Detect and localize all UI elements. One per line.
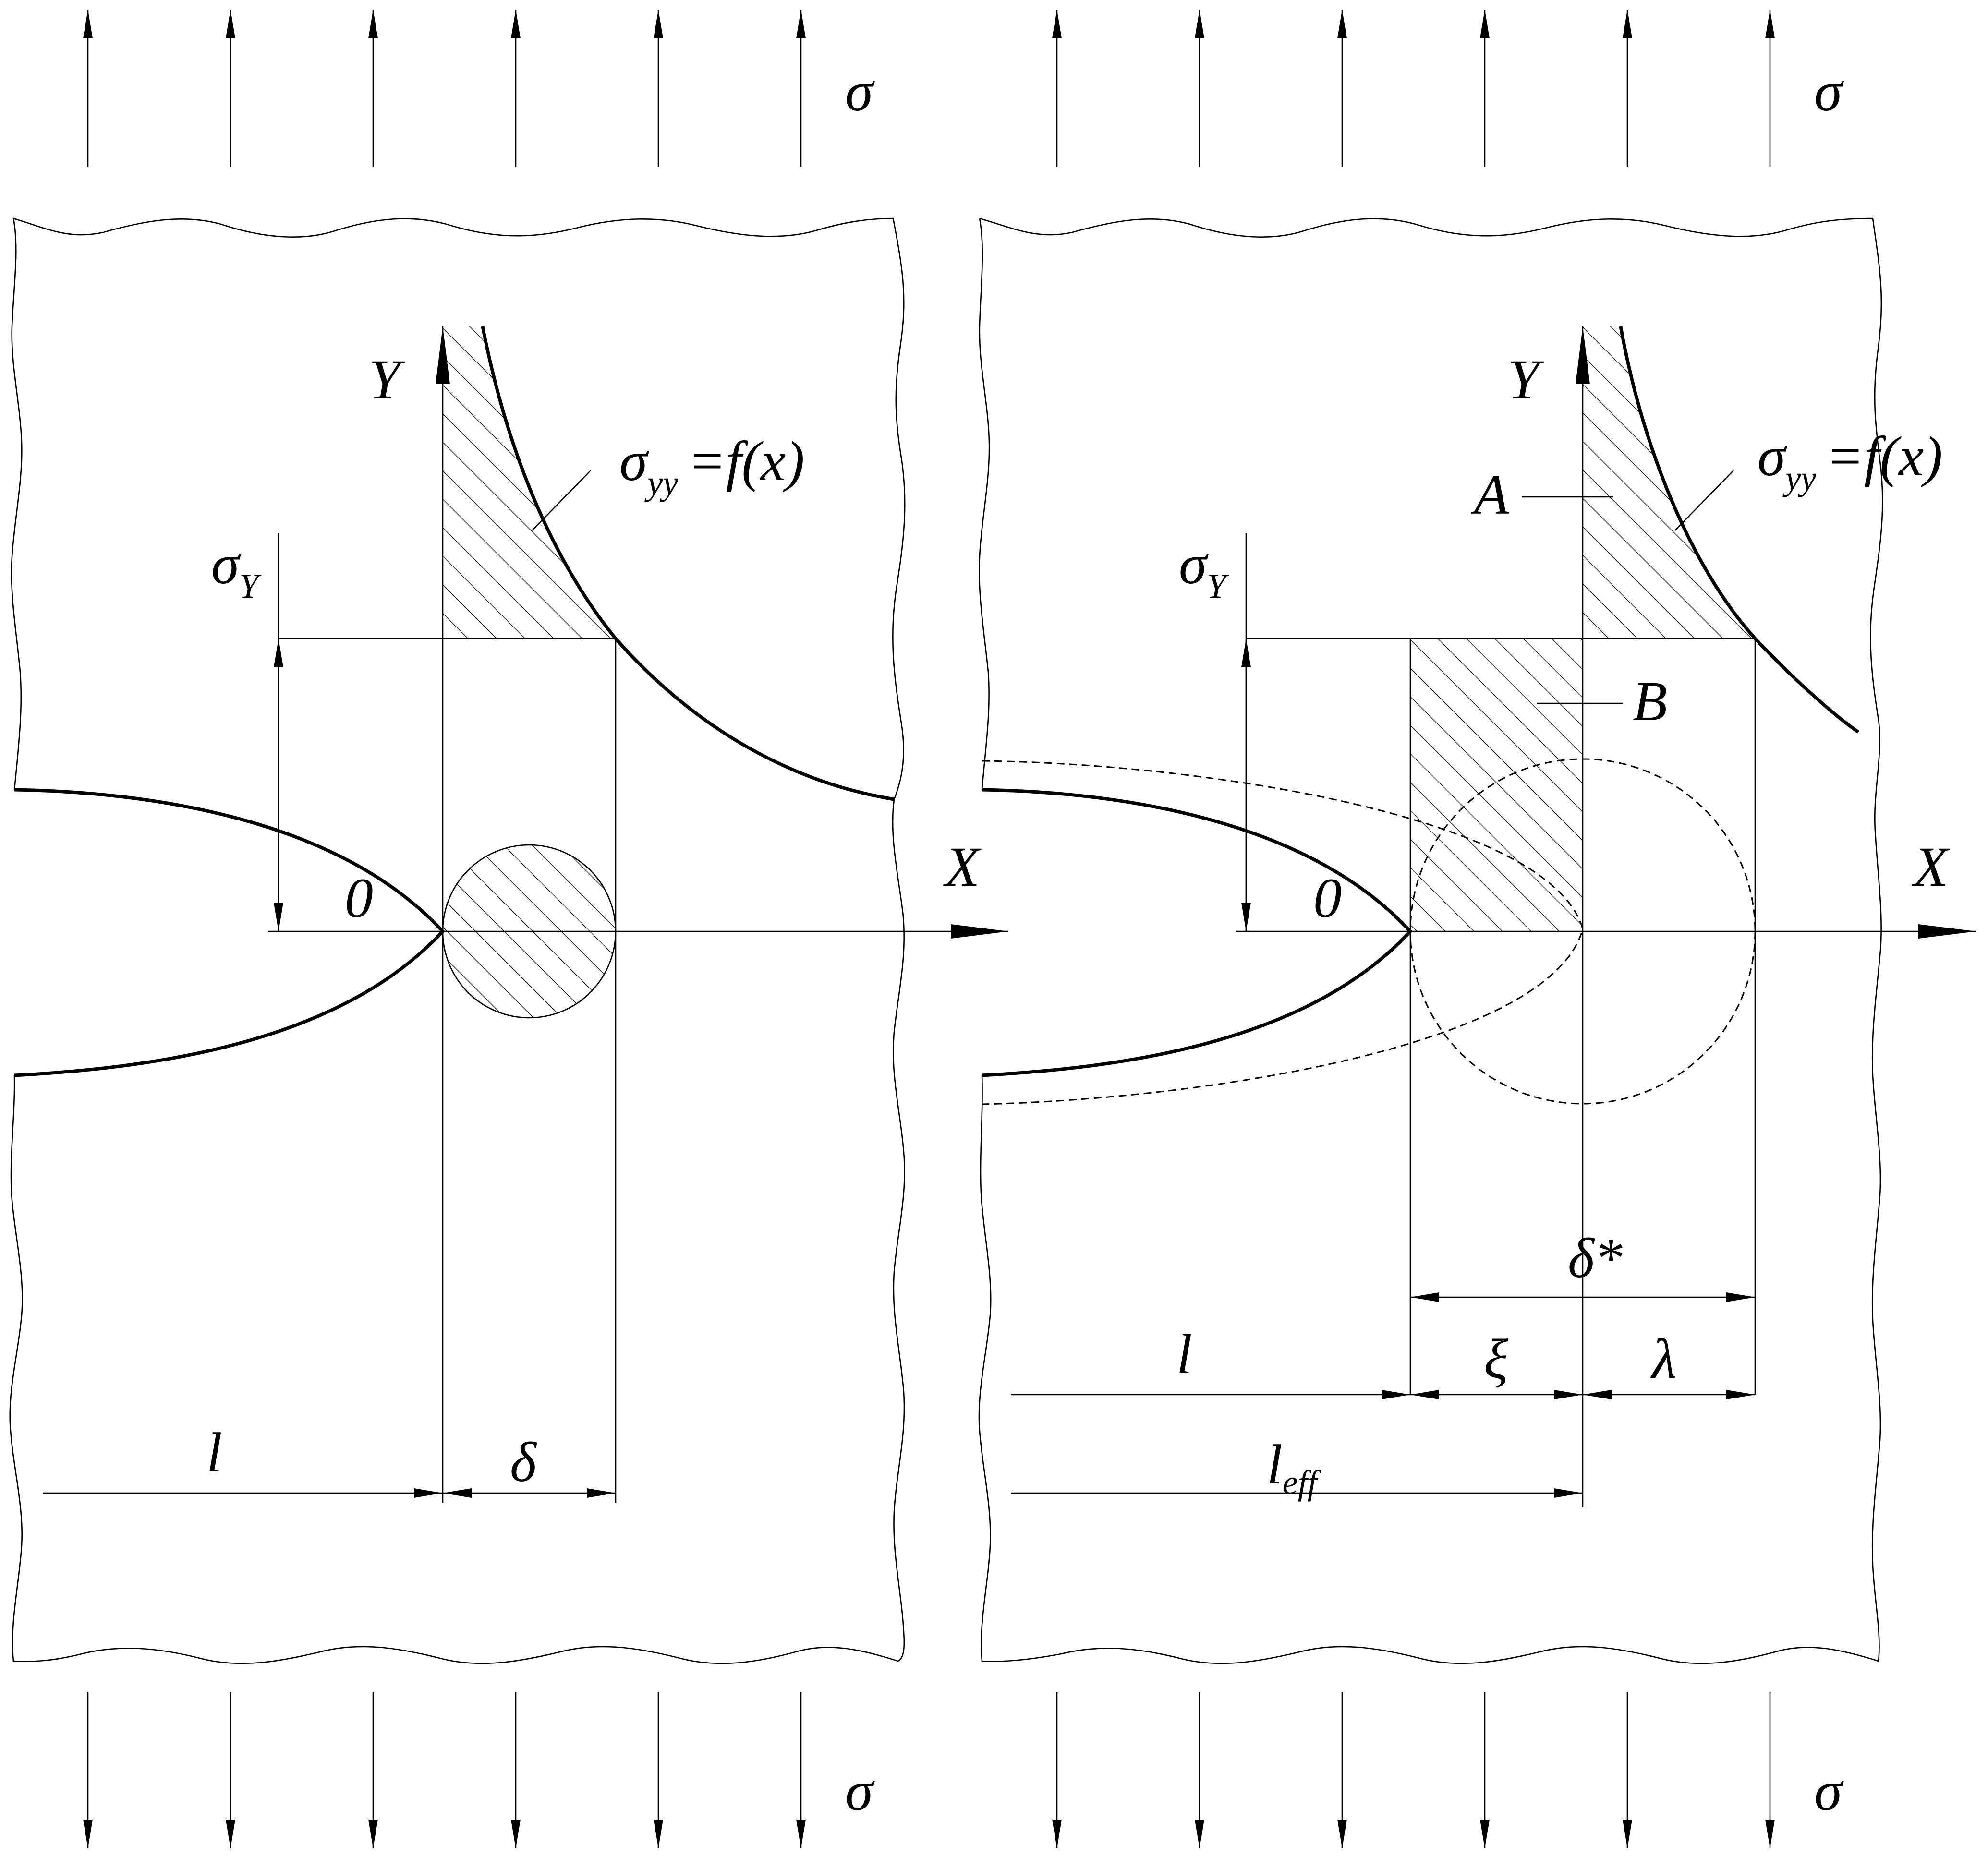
left-y-axis-label: Y xyxy=(369,348,406,411)
right-region-b-hatch xyxy=(1410,639,1583,931)
right-region-a-hatch xyxy=(1583,326,1755,639)
left-x-axis-label: X xyxy=(943,835,982,898)
left-sigma-top-label: σ xyxy=(845,60,875,123)
right-sigma-top-label: σ xyxy=(1814,60,1844,123)
left-plastic-zone-circle xyxy=(442,844,617,1019)
right-crack-face xyxy=(982,788,1413,1077)
right-plate-outline xyxy=(978,217,1883,1664)
left-origin-label: 0 xyxy=(345,867,373,929)
right-l-label: l xyxy=(1176,1323,1192,1386)
right-delta-star-label: δ* xyxy=(1568,1227,1623,1290)
right-x-axis-label: X xyxy=(1912,835,1950,898)
left-yield-label: σY xyxy=(211,533,262,605)
right-panel: σ σ X Y 0 xyxy=(978,10,1976,1848)
right-stress-curve xyxy=(1619,326,1860,734)
right-origin-label: 0 xyxy=(1313,867,1342,929)
right-curve-leader xyxy=(1674,470,1734,531)
left-delta-label: δ xyxy=(510,1431,537,1494)
right-area-a-label: A xyxy=(1471,463,1509,526)
right-bottom-load-arrows xyxy=(1052,1692,1775,1848)
left-plate-outline xyxy=(9,217,906,1664)
right-curve-label: σyy=f(x) xyxy=(1758,425,1943,497)
right-xi-label: ξ xyxy=(1484,1327,1508,1390)
left-sigma-bottom-label: σ xyxy=(845,1760,875,1822)
left-stress-hatch xyxy=(443,326,616,639)
left-l-label: l xyxy=(206,1421,222,1484)
left-curve-label: σyy=f(x) xyxy=(619,430,805,502)
right-area-b-label: B xyxy=(1633,670,1667,733)
left-panel: σ σ X Y 0 σY xyxy=(9,10,1008,1848)
right-top-load-arrows xyxy=(1052,10,1775,167)
right-l-eff-label: leff xyxy=(1267,1433,1321,1502)
left-top-load-arrows xyxy=(83,10,806,167)
left-curve-leader xyxy=(532,470,591,531)
right-yield-label: σY xyxy=(1179,533,1229,605)
right-lambda-label: λ xyxy=(1650,1327,1676,1390)
right-y-axis-label: Y xyxy=(1508,348,1545,411)
left-bottom-load-arrows xyxy=(83,1692,806,1848)
right-effective-crack xyxy=(982,760,1584,1105)
right-sigma-bottom-label: σ xyxy=(1814,1760,1844,1822)
left-crack-face xyxy=(14,788,445,1077)
